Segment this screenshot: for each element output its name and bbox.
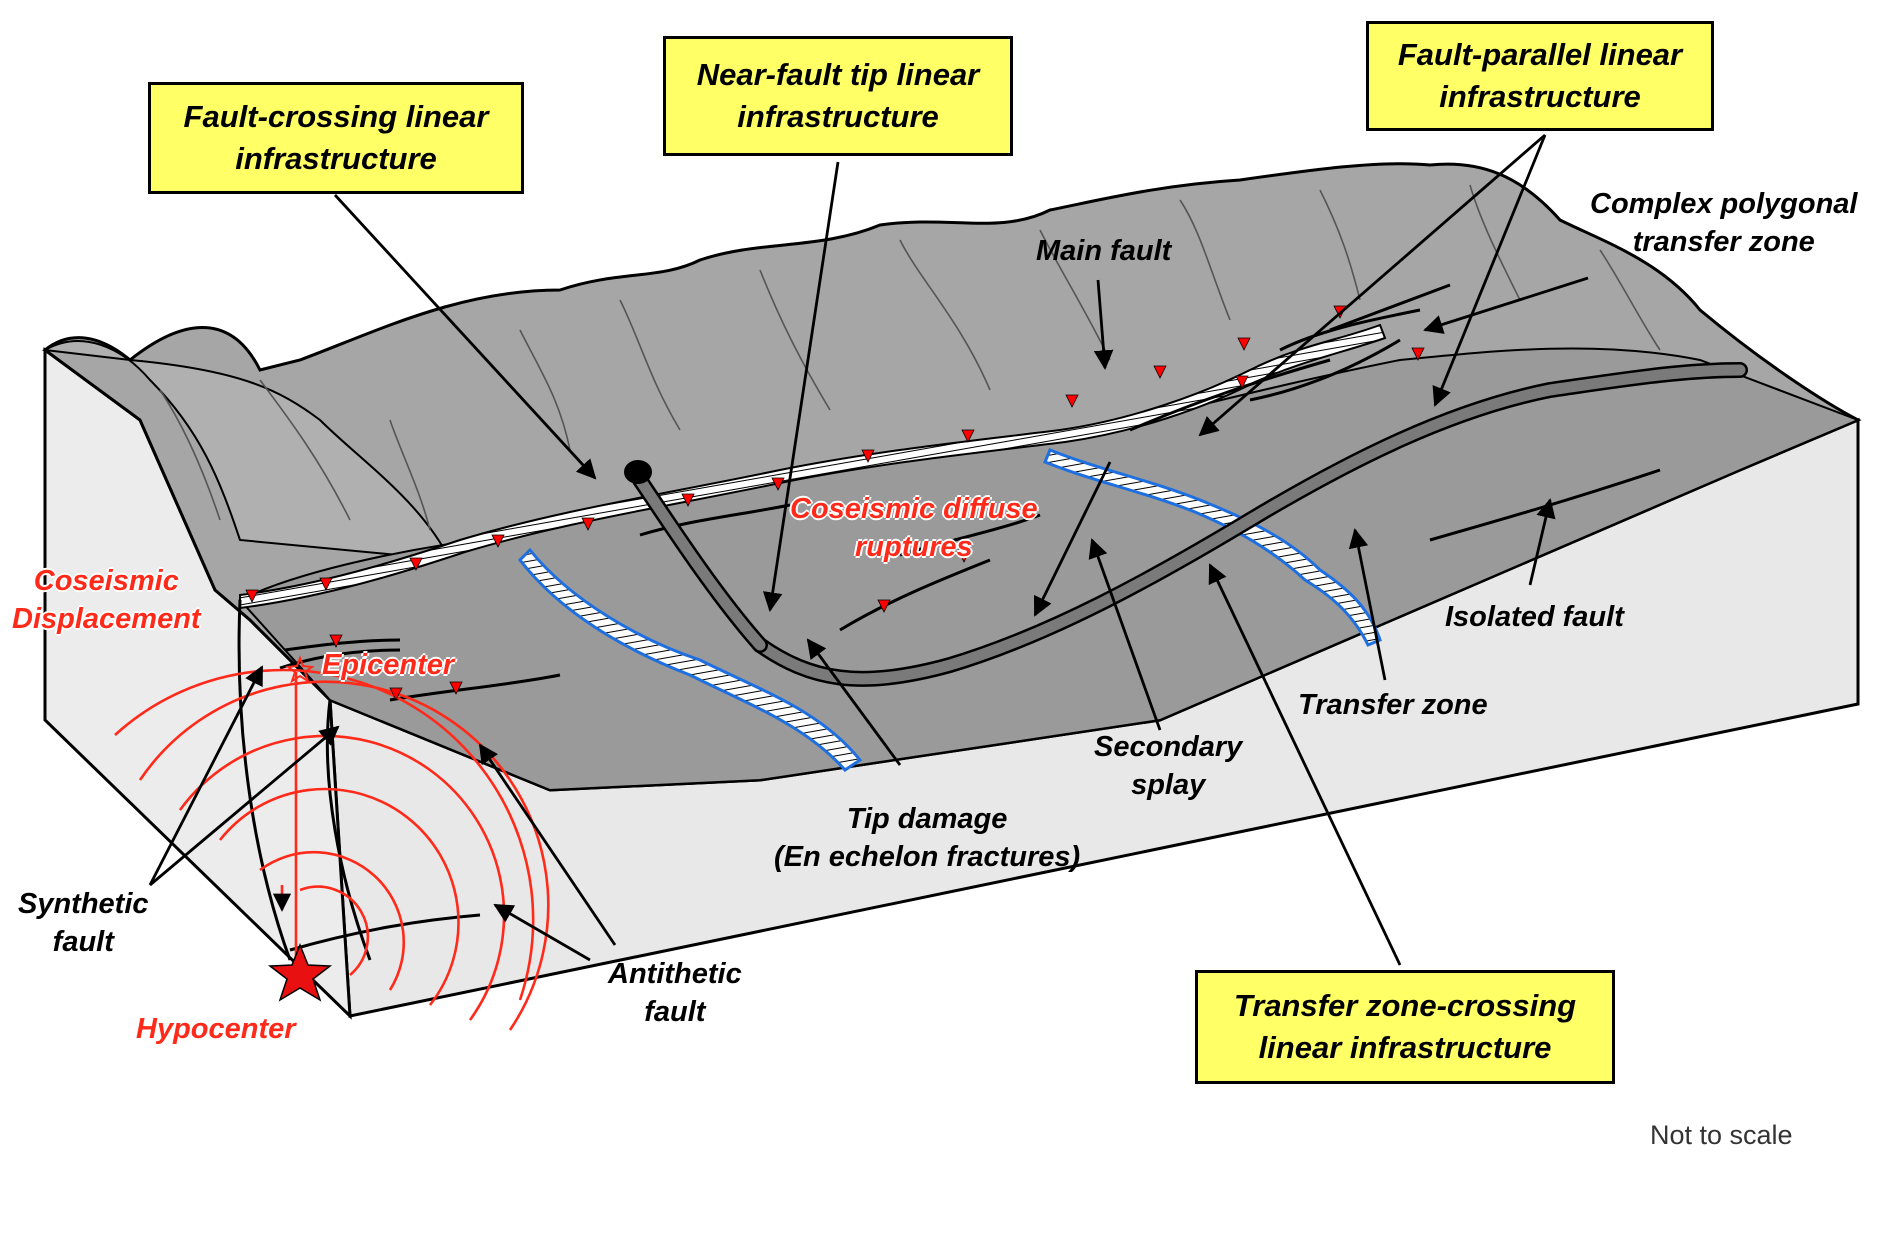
label-synthetic-fault: Synthetic fault: [18, 885, 149, 961]
transfer-scarp-east: [1043, 448, 1382, 647]
label-hypocenter: Hypocenter: [136, 1013, 296, 1045]
label-synthetic-fault-line2: fault: [52, 926, 114, 958]
label-secondary-splay: Secondary splay: [1094, 728, 1242, 804]
label-coseismic-diffuse-ruptures: Coseismic diffuse ruptures: [790, 490, 1038, 566]
label-antithetic-fault-line1: Antithetic: [608, 958, 742, 990]
label-transfer-zone: Transfer zone: [1298, 689, 1488, 721]
label-complex-polygonal-line2: transfer zone: [1632, 226, 1815, 258]
label-isolated-fault: Isolated fault: [1445, 601, 1624, 633]
main-fault-scarp: [239, 323, 1387, 610]
epicenter-star: [285, 655, 315, 684]
label-coseismic-diffuse-line1: Coseismic diffuse: [790, 493, 1038, 525]
callout-fault-parallel: Fault-parallel linear infrastructure: [1366, 21, 1714, 131]
label-coseismic-displacement-line1: Coseismic: [33, 565, 179, 597]
fault-markers: [245, 305, 1425, 701]
label-secondary-splay-line1: Secondary: [1094, 731, 1243, 763]
label-coseismic-displacement-line2: Displacement: [12, 603, 201, 635]
callout-near-fault-tip-line2: infrastructure: [737, 99, 939, 134]
label-antithetic-fault-line2: fault: [644, 996, 706, 1028]
callout-transfer-zone-crossing-line1: Transfer zone-crossing: [1233, 988, 1577, 1023]
transfer-scarp: [518, 547, 863, 772]
seismic-wave-arcs: [114, 668, 550, 1031]
callout-transfer-zone-crossing: Transfer zone-crossing linear infrastruc…: [1195, 970, 1615, 1084]
leader-arrows: [148, 133, 1589, 966]
callout-fault-crossing: Fault-crossing linear infrastructure: [148, 82, 524, 194]
label-secondary-splay-line2: splay: [1131, 769, 1206, 801]
label-coseismic-displacement: Coseismic Displacement: [12, 562, 201, 638]
tunnel-portal: [624, 460, 652, 484]
label-antithetic-fault: Antithetic fault: [608, 955, 742, 1031]
label-complex-polygonal-transfer-zone: Complex polygonal transfer zone: [1590, 185, 1857, 261]
not-to-scale-note: Not to scale: [1650, 1120, 1793, 1150]
callout-fault-parallel-line2: infrastructure: [1439, 79, 1641, 114]
label-complex-polygonal-line1: Complex polygonal: [1590, 188, 1858, 220]
label-main-fault: Main fault: [1036, 235, 1172, 267]
label-tip-damage: Tip damage (En echelon fractures): [774, 800, 1080, 876]
callout-near-fault-tip: Near-fault tip linear infrastructure: [663, 36, 1013, 156]
label-tip-damage-line1: Tip damage: [846, 803, 1008, 835]
label-tip-damage-line2: (En echelon fractures): [774, 841, 1081, 873]
label-synthetic-fault-line1: Synthetic: [18, 888, 149, 920]
label-epicenter: Epicenter: [322, 649, 455, 681]
callout-fault-crossing-line2: infrastructure: [235, 141, 437, 176]
callout-transfer-zone-crossing-line2: linear infrastructure: [1258, 1030, 1552, 1065]
hypocenter-star: [267, 942, 333, 1002]
callout-fault-parallel-line1: Fault-parallel linear: [1397, 37, 1683, 72]
callout-fault-crossing-line1: Fault-crossing linear: [183, 99, 489, 134]
label-coseismic-diffuse-line2: ruptures: [855, 531, 973, 563]
callout-near-fault-tip-line1: Near-fault tip linear: [696, 57, 980, 92]
